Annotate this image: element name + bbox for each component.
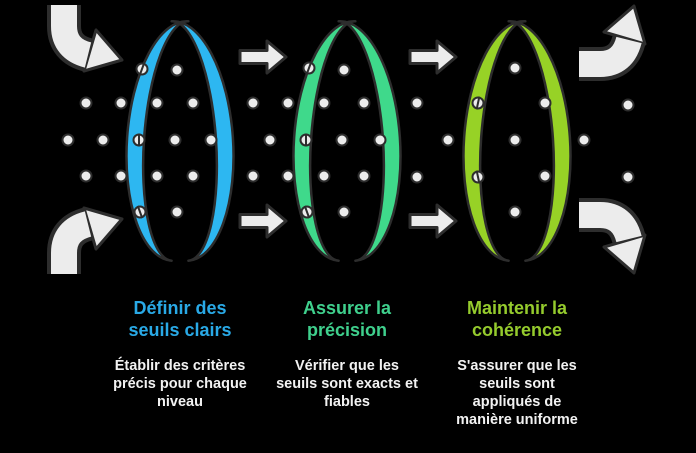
flow-arrows bbox=[238, 39, 458, 239]
step-description: Établir des critères précis pour chaque … bbox=[90, 357, 270, 411]
dot bbox=[577, 133, 591, 147]
step-column-3: Maintenir la cohérence S'assurer que les… bbox=[427, 297, 607, 429]
step-title: Définir des seuils clairs bbox=[90, 297, 270, 341]
dot bbox=[246, 96, 260, 110]
dot bbox=[538, 96, 552, 110]
dot bbox=[168, 133, 182, 147]
step-description-line: seuils sont exacts et bbox=[276, 376, 418, 392]
dot bbox=[96, 133, 110, 147]
dot bbox=[335, 133, 349, 147]
step-description-line: fiables bbox=[324, 394, 370, 410]
step-description-line: Établir des critères bbox=[114, 358, 246, 374]
ring-assurer-precision bbox=[292, 20, 402, 262]
dot bbox=[281, 96, 295, 110]
right-arrow-icon bbox=[408, 203, 458, 239]
dot bbox=[508, 205, 522, 219]
ring-edge-slash bbox=[305, 61, 313, 75]
dot bbox=[170, 205, 184, 219]
dot bbox=[621, 170, 635, 184]
dot bbox=[357, 96, 371, 110]
dot bbox=[186, 169, 200, 183]
ring-edge-slash bbox=[475, 170, 481, 184]
dot bbox=[337, 63, 351, 77]
step-title: Maintenir la cohérence bbox=[427, 297, 607, 341]
right-arrow-icon bbox=[238, 203, 288, 239]
step-column-2: Assurer la précision Vérifier que les se… bbox=[257, 297, 437, 411]
step-description-line: S'assurer que les bbox=[457, 358, 577, 374]
dot bbox=[281, 169, 295, 183]
ring-edge-slash bbox=[136, 205, 144, 219]
ring-edge-slash bbox=[303, 205, 311, 219]
step-title-line: Définir des bbox=[133, 298, 227, 318]
step-title-line: Assurer la bbox=[302, 298, 392, 318]
step-description-line: seuils sont bbox=[479, 376, 555, 392]
inflow-arrow-bottom-icon bbox=[64, 208, 122, 274]
step-title-line: cohérence bbox=[471, 320, 563, 340]
step-description-line: niveau bbox=[157, 394, 203, 410]
ring-edge-slash bbox=[475, 96, 481, 110]
dots-field bbox=[61, 61, 635, 219]
dot bbox=[114, 96, 128, 110]
dot bbox=[441, 133, 455, 147]
ring-definir-seuils bbox=[125, 20, 235, 262]
dot bbox=[170, 63, 184, 77]
ring-maintenir-coherence bbox=[462, 20, 572, 262]
dot bbox=[186, 96, 200, 110]
step-description-line: appliqués de bbox=[472, 394, 562, 410]
dot bbox=[538, 169, 552, 183]
dot bbox=[373, 133, 387, 147]
dot bbox=[263, 133, 277, 147]
dot bbox=[621, 98, 635, 112]
dot bbox=[246, 169, 260, 183]
dot bbox=[114, 169, 128, 183]
step-column-1: Définir des seuils clairs Établir des cr… bbox=[90, 297, 270, 411]
dot bbox=[410, 96, 424, 110]
dot bbox=[508, 133, 522, 147]
step-description-line: Vérifier que les bbox=[295, 358, 399, 374]
step-title: Assurer la précision bbox=[257, 297, 437, 341]
outflow-arrow-top-icon bbox=[579, 6, 645, 64]
dot bbox=[204, 133, 218, 147]
flow-diagram bbox=[0, 0, 696, 290]
dot bbox=[150, 96, 164, 110]
dot bbox=[79, 169, 93, 183]
dot bbox=[410, 170, 424, 184]
dot bbox=[61, 133, 75, 147]
ring-edge-slash bbox=[138, 62, 146, 76]
dot bbox=[79, 96, 93, 110]
inflow-arrow-top-icon bbox=[64, 5, 122, 71]
dot bbox=[317, 96, 331, 110]
dot bbox=[357, 169, 371, 183]
step-title-line: précision bbox=[306, 320, 388, 340]
dot bbox=[337, 205, 351, 219]
step-description: S'assurer que les seuils sont appliqués … bbox=[427, 357, 607, 429]
step-title-line: Maintenir la bbox=[466, 298, 568, 318]
step-description: Vérifier que les seuils sont exacts et f… bbox=[257, 357, 437, 411]
outflow-arrow-bottom-icon bbox=[579, 215, 645, 273]
right-arrow-icon bbox=[238, 39, 288, 75]
step-description-line: précis pour chaque bbox=[113, 376, 247, 392]
dot bbox=[508, 61, 522, 75]
step-title-line: seuils clairs bbox=[128, 320, 232, 340]
step-description-line: manière uniforme bbox=[456, 412, 578, 428]
right-arrow-icon bbox=[408, 39, 458, 75]
dot bbox=[317, 169, 331, 183]
dot bbox=[150, 169, 164, 183]
